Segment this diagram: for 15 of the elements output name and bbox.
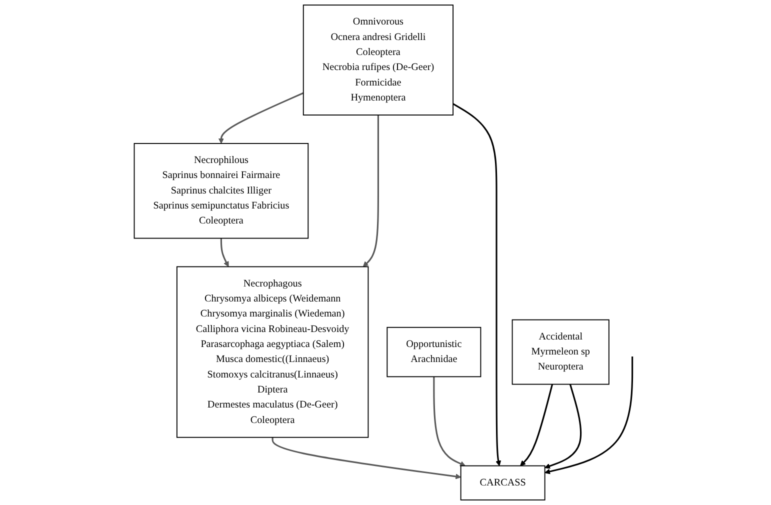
node-box: Omnivorous Ocnera andresi Gridelli Coleoptera Necrobia rufipes (De-Geer) Formicidae Hymenoptera — [302, 4, 454, 116]
arrow — [218, 92, 304, 144]
arrow — [520, 384, 554, 466]
arrow — [220, 238, 229, 267]
arrow — [362, 115, 379, 267]
arrow — [544, 384, 582, 469]
node-box: Opportunistic Arachnidae — [386, 326, 482, 378]
node-box: Accidental Myrmeleon sp Neuroptera — [512, 319, 610, 385]
arrow — [272, 437, 462, 480]
node-box: CARCASS — [460, 465, 546, 500]
node-box: Necrophilous Saprinus bonnairei Fairmaire Saprinus chalcites Illiger Saprinus semipunctatus Fabricius Coleoptera — [134, 143, 309, 239]
arrow — [433, 376, 466, 466]
node-box: Necrophagous Chrysomya albiceps (Weidemann Chrysomya marginalis (Wiedeman) Calliphora vicina Robineau-Desvoidy Parasarcophaga aegyptiaca (Salem) Musca domestic((Linnaeus) Stomoxys calcitranus(Linnaeus) Diptera Dermestes maculatus (De-Geer) Coleoptera — [176, 266, 369, 438]
arrow — [544, 356, 634, 474]
arrow — [452, 103, 502, 466]
